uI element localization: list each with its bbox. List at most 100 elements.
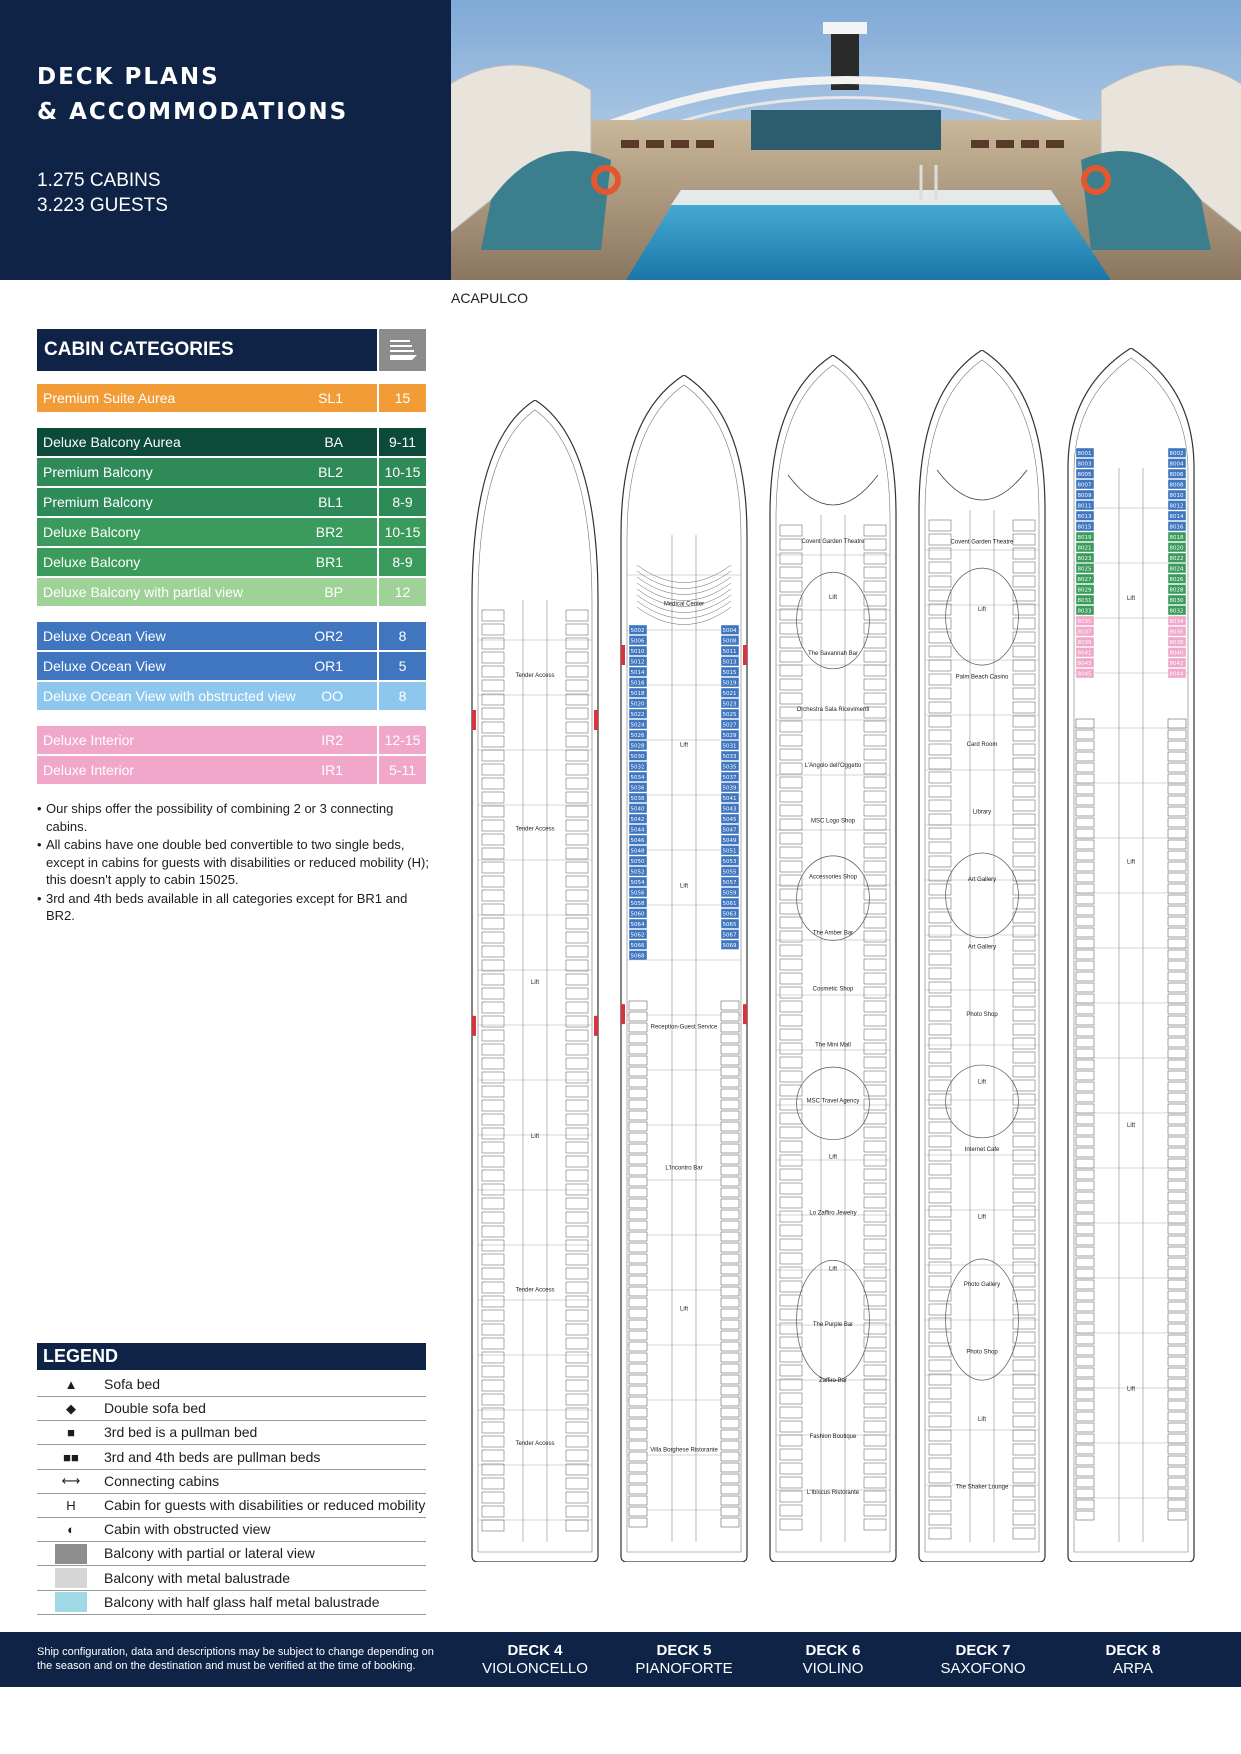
room-outline bbox=[928, 575, 952, 588]
category-code: OO bbox=[321, 688, 343, 704]
svg-text:8039: 8039 bbox=[1078, 640, 1092, 646]
room-label: Lift bbox=[680, 1307, 688, 1313]
room-outline bbox=[565, 791, 589, 804]
room-outline bbox=[779, 1406, 803, 1419]
cabin-outline bbox=[1167, 1136, 1187, 1147]
svg-text:8003: 8003 bbox=[1078, 462, 1092, 468]
svg-text:8002: 8002 bbox=[1170, 451, 1184, 457]
photo-caption: ACAPULCO bbox=[451, 290, 529, 306]
room-outline bbox=[1012, 673, 1036, 686]
room-label: Lift bbox=[531, 980, 539, 986]
room-outline bbox=[779, 986, 803, 999]
cabin-outline bbox=[1075, 883, 1095, 894]
cabin-outline bbox=[628, 1242, 648, 1253]
legend-label: Sofa bed bbox=[104, 1376, 161, 1392]
legend-symbol: ⟷ bbox=[61, 1473, 81, 1489]
room-outline bbox=[863, 538, 887, 551]
room-outline bbox=[863, 944, 887, 957]
cabin-outline bbox=[1167, 1477, 1187, 1488]
room-outline bbox=[565, 819, 589, 832]
cabin-outline bbox=[1167, 1169, 1187, 1180]
cabin-outline bbox=[720, 1143, 740, 1154]
room-outline bbox=[1012, 1079, 1036, 1092]
svg-text:5040: 5040 bbox=[631, 807, 645, 813]
hull-inner-line bbox=[1073, 357, 1189, 1553]
cabin-outline bbox=[628, 1011, 648, 1022]
room-outline bbox=[863, 1392, 887, 1405]
category-decks: 5-11 bbox=[379, 756, 426, 784]
room-outline bbox=[1012, 1527, 1036, 1540]
category-decks: 8 bbox=[379, 622, 426, 650]
svg-text:8006: 8006 bbox=[1170, 472, 1184, 478]
cabin-outline bbox=[720, 1374, 740, 1385]
room-outline bbox=[565, 749, 589, 762]
room-outline bbox=[779, 1364, 803, 1377]
room-outline bbox=[779, 916, 803, 929]
cabin-outline bbox=[1167, 1147, 1187, 1158]
cabin-outline bbox=[1075, 894, 1095, 905]
room-outline bbox=[928, 1037, 952, 1050]
category-code: OR1 bbox=[314, 658, 343, 674]
room-outline bbox=[928, 1317, 952, 1330]
svg-text:5051: 5051 bbox=[723, 849, 737, 855]
cabin-outline bbox=[628, 1022, 648, 1033]
room-outline bbox=[863, 1070, 887, 1083]
room-outline bbox=[1012, 1373, 1036, 1386]
cabin-outline bbox=[720, 1330, 740, 1341]
room-outline bbox=[779, 804, 803, 817]
room-outline bbox=[1012, 1387, 1036, 1400]
room-outline bbox=[863, 1448, 887, 1461]
room-outline bbox=[928, 827, 952, 840]
cabin: 8006 bbox=[1167, 468, 1187, 479]
room-outline bbox=[863, 552, 887, 565]
cabin-outline bbox=[1167, 861, 1187, 872]
room-outline bbox=[779, 1392, 803, 1405]
room-outline bbox=[863, 804, 887, 817]
legend-label: Balcony with metal balustrade bbox=[104, 1569, 290, 1586]
room-outline bbox=[779, 1112, 803, 1125]
cabin-outline bbox=[628, 1077, 648, 1088]
svg-text:5055: 5055 bbox=[723, 870, 737, 876]
room-outline bbox=[928, 1457, 952, 1470]
cabin: 5037 bbox=[720, 771, 740, 782]
room-outline bbox=[1012, 589, 1036, 602]
cabin: 5035 bbox=[720, 761, 740, 772]
room-outline bbox=[863, 678, 887, 691]
cabin-outline bbox=[720, 1209, 740, 1220]
room-outline bbox=[565, 665, 589, 678]
room-outline bbox=[481, 735, 505, 748]
cabin-outline bbox=[1075, 1411, 1095, 1422]
cabin-outline bbox=[1075, 971, 1095, 982]
svg-text:8042: 8042 bbox=[1170, 661, 1184, 667]
room-outline bbox=[863, 580, 887, 593]
room-outline bbox=[928, 1009, 952, 1022]
room-outline bbox=[565, 959, 589, 972]
cabin: 8029 bbox=[1075, 584, 1095, 595]
room-outline bbox=[779, 888, 803, 901]
room-outline bbox=[565, 1197, 589, 1210]
room-outline bbox=[779, 1154, 803, 1167]
svg-text:5015: 5015 bbox=[723, 670, 737, 676]
room-outline bbox=[1012, 925, 1036, 938]
room-outline bbox=[481, 1043, 505, 1056]
room-outline bbox=[928, 995, 952, 1008]
room-outline bbox=[1012, 1009, 1036, 1022]
room-outline bbox=[565, 945, 589, 958]
room-outline bbox=[928, 925, 952, 938]
cabin: 5044 bbox=[628, 824, 648, 835]
public-room-shape bbox=[945, 1258, 1019, 1381]
cabin: 5069 bbox=[720, 939, 740, 950]
cabin-outline bbox=[1167, 1158, 1187, 1169]
cabin-outline bbox=[1167, 718, 1187, 729]
room-outline bbox=[481, 1141, 505, 1154]
room-outline bbox=[1012, 1275, 1036, 1288]
cabin-outline bbox=[720, 1253, 740, 1264]
room-outline bbox=[481, 651, 505, 664]
cabin: 5013 bbox=[720, 656, 740, 667]
room-outline bbox=[779, 1042, 803, 1055]
room-outline bbox=[779, 1420, 803, 1433]
cabin-outline bbox=[1167, 762, 1187, 773]
